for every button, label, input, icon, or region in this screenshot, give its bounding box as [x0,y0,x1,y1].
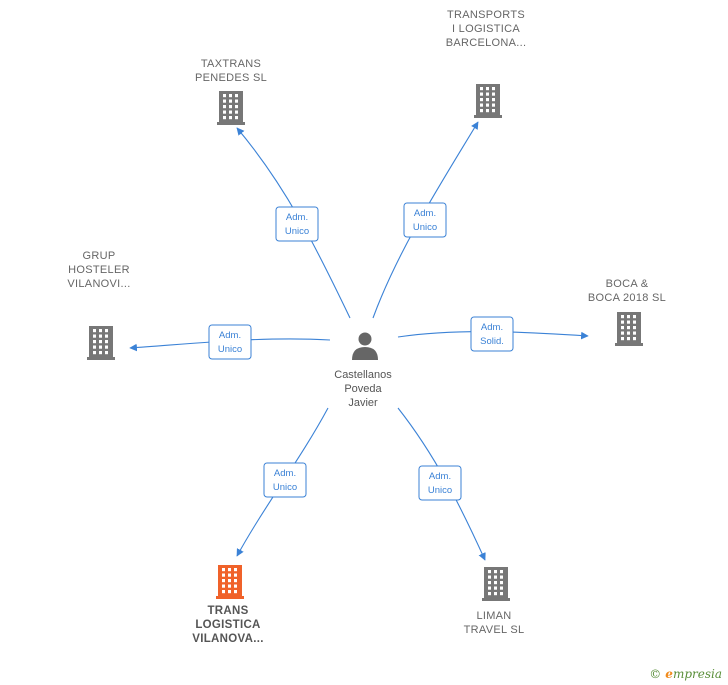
company-node-boca[interactable]: BOCA & BOCA 2018 SL [588,278,666,346]
person-name: Castellanos [334,369,392,381]
company-label: VILANOVA... [192,633,263,645]
company-node-grup[interactable]: GRUP HOSTELER VILANOVI... [67,250,130,360]
company-label: TRANSPORTS [447,9,525,21]
company-label: TRAVEL SL [464,624,525,636]
company-label: VILANOVI... [67,278,130,290]
role-text: Unico [413,222,437,233]
role-text: Adm. [286,212,308,223]
person-name: Javier [348,397,378,409]
role-text: Unico [218,344,242,355]
company-node-transports[interactable]: TRANSPORTS I LOGISTICA BARCELONA... [446,9,527,118]
role-text: Unico [273,482,297,493]
building-icon [474,84,502,118]
building-icon [217,91,245,125]
company-label: I LOGISTICA [452,23,520,35]
role-badge-transports: Adm. Unico [403,202,447,238]
role-badge-boca: Adm. Solid. [470,316,514,352]
role-badge-grup: Adm. Unico [208,324,252,360]
role-text: Adm. [219,330,241,341]
brand-name: mpresia [672,667,722,681]
company-label: BOCA & [606,278,649,290]
person-icon [352,332,378,360]
role-text: Adm. [481,322,503,333]
company-label: PENEDES SL [195,72,267,84]
company-label: BOCA 2018 SL [588,292,666,304]
company-node-trans[interactable]: TRANS LOGISTICA VILANOVA... [192,565,263,645]
role-text: Unico [428,485,452,496]
role-badge-liman: Adm. Unico [418,465,462,501]
company-label: TRANS [207,605,248,617]
company-label: HOSTELER [68,264,130,276]
company-label: LOGISTICA [195,619,260,631]
role-text: Solid. [480,336,504,347]
building-icon [87,326,115,360]
role-badge-taxtrans: Adm. Unico [275,206,319,242]
company-node-taxtrans[interactable]: TAXTRANS PENEDES SL [195,58,267,125]
company-label: LIMAN [476,610,511,622]
building-icon [482,567,510,601]
building-icon [216,565,244,599]
role-text: Adm. [274,468,296,479]
person-name: Poveda [344,383,382,395]
brand-initial: e [665,667,673,681]
building-icon [615,312,643,346]
company-label: BARCELONA... [446,37,527,49]
role-text: Adm. [429,471,451,482]
empresia-watermark: ©empresia [649,667,722,681]
role-text: Adm. [414,208,436,219]
company-label: TAXTRANS [201,58,261,70]
copyright-symbol: © [649,667,662,681]
company-node-liman[interactable]: LIMAN TRAVEL SL [464,567,525,636]
company-label: GRUP [83,250,116,262]
role-badge-trans: Adm. Unico [263,462,307,498]
role-text: Unico [285,226,309,237]
